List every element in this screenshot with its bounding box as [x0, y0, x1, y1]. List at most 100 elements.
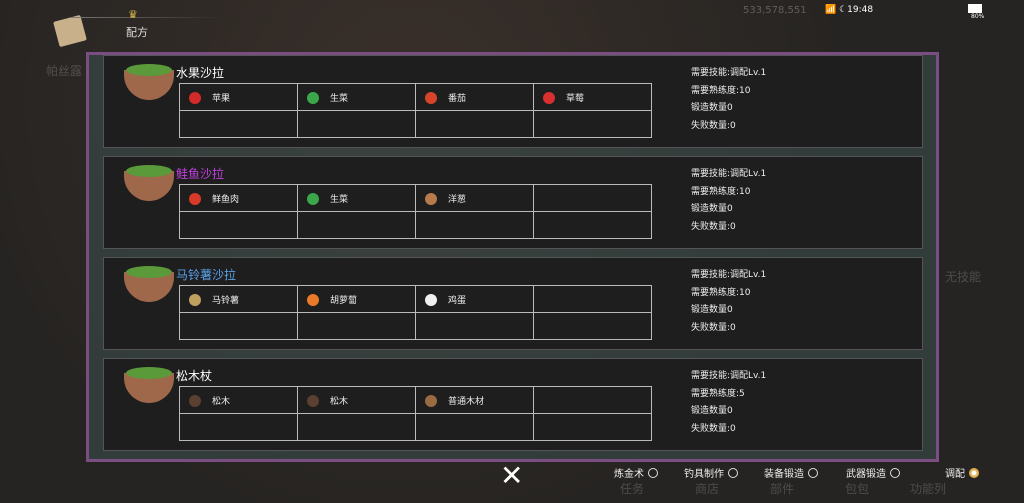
- ingredient-icon: [189, 395, 201, 407]
- wifi-icon: 📶: [825, 5, 837, 15]
- ingredient-table: 苹果 生菜 番茄 草莓: [179, 83, 652, 138]
- ingredient-icon: [189, 92, 201, 104]
- empty-slot: [297, 211, 416, 239]
- bg-right-text: 无技能: [945, 270, 982, 284]
- ingredient-label: 胡萝蔔: [330, 295, 358, 306]
- ingredient-table: 松木 松木 普通木材: [179, 386, 652, 441]
- radio-icon[interactable]: [890, 467, 900, 478]
- empty-slot: [533, 312, 652, 340]
- recipe-card[interactable]: 水果沙拉 苹果生菜番茄草莓 需要技能:调配Lv.1 需要熟练度:10 锻造数量0…: [103, 55, 923, 148]
- bg-character-name: 帕丝露: [46, 64, 83, 78]
- forge-count: 锻造数量0: [691, 204, 733, 215]
- recipe-item-icon: [124, 367, 174, 403]
- empty-slot: [533, 413, 652, 441]
- tab-equipment-forging[interactable]: 装备锻造: [764, 465, 818, 480]
- empty-slot: [533, 184, 652, 212]
- ingredient-icon: [543, 92, 555, 104]
- ingredient-icon: [425, 193, 437, 205]
- forge-count: 锻造数量0: [691, 406, 733, 417]
- radio-icon[interactable]: [728, 467, 738, 478]
- tab-fishing-gear[interactable]: 钓具制作: [684, 465, 738, 480]
- ingredient-icon: [307, 294, 319, 306]
- required-proficiency: 需要熟练度:10: [691, 186, 751, 197]
- empty-slot: [415, 312, 534, 340]
- recipe-name: 鲑鱼沙拉: [176, 167, 225, 181]
- recipe-info: 需要技能:调配Lv.1 需要熟练度:5 锻造数量0 失败数量:0: [691, 368, 766, 438]
- recipe-name: 马铃薯沙拉: [176, 268, 237, 282]
- ingredient-slot: 松木: [179, 386, 298, 414]
- empty-slot: [179, 413, 298, 441]
- ingredient-label: 松木: [330, 396, 349, 407]
- bg-bottom-label: 任务: [620, 482, 645, 496]
- bg-bottom-label: 商店: [695, 482, 720, 496]
- radio-icon[interactable]: [648, 467, 658, 478]
- ingredient-slot: 马铃薯: [179, 285, 298, 313]
- bg-bottom-label: 功能列: [910, 482, 947, 496]
- empty-slot: [297, 413, 416, 441]
- ingredient-slot: 番茄: [415, 83, 534, 111]
- recipe-card[interactable]: 松木杖 松木 松木 普通木材 需要技能:调配Lv.1 需要熟练度:5 锻造数量0 失…: [103, 358, 923, 451]
- recipe-name: 水果沙拉: [176, 66, 225, 80]
- ingredient-icon: [307, 193, 319, 205]
- ingredient-icon: [425, 294, 437, 306]
- recipe-item-icon: [124, 266, 174, 302]
- radio-icon[interactable]: [808, 467, 818, 478]
- ingredient-label: 草莓: [566, 93, 585, 104]
- empty-slot: [179, 312, 298, 340]
- ingredient-label: 苹果: [212, 93, 231, 104]
- ingredient-slot: 苹果: [179, 83, 298, 111]
- crown-icon: ♛: [128, 8, 138, 21]
- required-skill: 需要技能:调配Lv.1: [691, 371, 767, 381]
- recipe-info: 需要技能:调配Lv.1 需要熟练度:10 锻造数量0 失败数量:0: [691, 267, 766, 337]
- ingredient-slot: 洋葱: [415, 184, 534, 212]
- ingredient-label: 生菜: [330, 93, 349, 104]
- bg-bottom-label: 包包: [845, 482, 870, 496]
- clock: 19:48: [847, 5, 874, 15]
- tab-alchemy[interactable]: 炼金术: [614, 465, 658, 480]
- tab-weapon-forging[interactable]: 武器锻造: [846, 465, 900, 480]
- fail-count: 失败数量:0: [691, 120, 736, 131]
- moon-icon: ☾: [839, 5, 848, 15]
- required-proficiency: 需要熟练度:5: [691, 388, 745, 399]
- ingredient-slot: 鲜鱼肉: [179, 184, 298, 212]
- empty-slot: [297, 110, 416, 138]
- money-display: 533,578,551: [743, 5, 807, 16]
- required-proficiency: 需要熟练度:10: [691, 85, 751, 96]
- ingredient-label: 马铃薯: [212, 295, 240, 306]
- ingredient-icon: [189, 193, 201, 205]
- fail-count: 失败数量:0: [691, 322, 736, 333]
- ingredient-slot: 草莓: [533, 83, 652, 111]
- ingredient-slot: 生菜: [297, 184, 416, 212]
- tab-label: 钓具制作: [684, 469, 724, 480]
- recipe-card[interactable]: 马铃薯沙拉 马铃薯胡萝蔔鸡蛋 需要技能:调配Lv.1 需要熟练度:10 锻造数量…: [103, 257, 923, 350]
- radio-selected-icon[interactable]: [969, 467, 979, 478]
- ingredient-slot: 胡萝蔔: [297, 285, 416, 313]
- ingredient-label: 普通木材: [448, 396, 485, 407]
- tab-label: 炼金术: [614, 469, 644, 480]
- ingredient-icon: [425, 92, 437, 104]
- ingredient-label: 松木: [212, 396, 231, 407]
- ingredient-label: 番茄: [448, 93, 467, 104]
- ingredient-slot: 普通木材: [415, 386, 534, 414]
- recipe-name: 松木杖: [176, 369, 213, 383]
- title-divider: [70, 17, 220, 18]
- empty-slot: [179, 110, 298, 138]
- required-skill: 需要技能:调配Lv.1: [691, 169, 767, 179]
- fail-count: 失败数量:0: [691, 221, 736, 232]
- fail-count: 失败数量:0: [691, 423, 736, 434]
- empty-slot: [415, 413, 534, 441]
- empty-slot: [415, 211, 534, 239]
- required-proficiency: 需要熟练度:10: [691, 287, 751, 298]
- ingredient-label: 生菜: [330, 194, 349, 205]
- ingredient-label: 洋葱: [448, 194, 467, 205]
- empty-slot: [179, 211, 298, 239]
- tab-mixing[interactable]: 调配: [945, 465, 979, 480]
- recipe-info: 需要技能:调配Lv.1 需要熟练度:10 锻造数量0 失败数量:0: [691, 166, 766, 236]
- empty-slot: [415, 110, 534, 138]
- page-title: 配方: [126, 26, 148, 39]
- recipe-card[interactable]: 鲑鱼沙拉 鲜鱼肉 生菜 洋葱 需要技能:调配Lv.1 需要熟练度:10 锻造数量0 …: [103, 156, 923, 249]
- ingredient-icon: [425, 395, 437, 407]
- close-button[interactable]: ✕: [500, 459, 524, 492]
- battery-level: 80%: [971, 13, 985, 20]
- empty-slot: [533, 285, 652, 313]
